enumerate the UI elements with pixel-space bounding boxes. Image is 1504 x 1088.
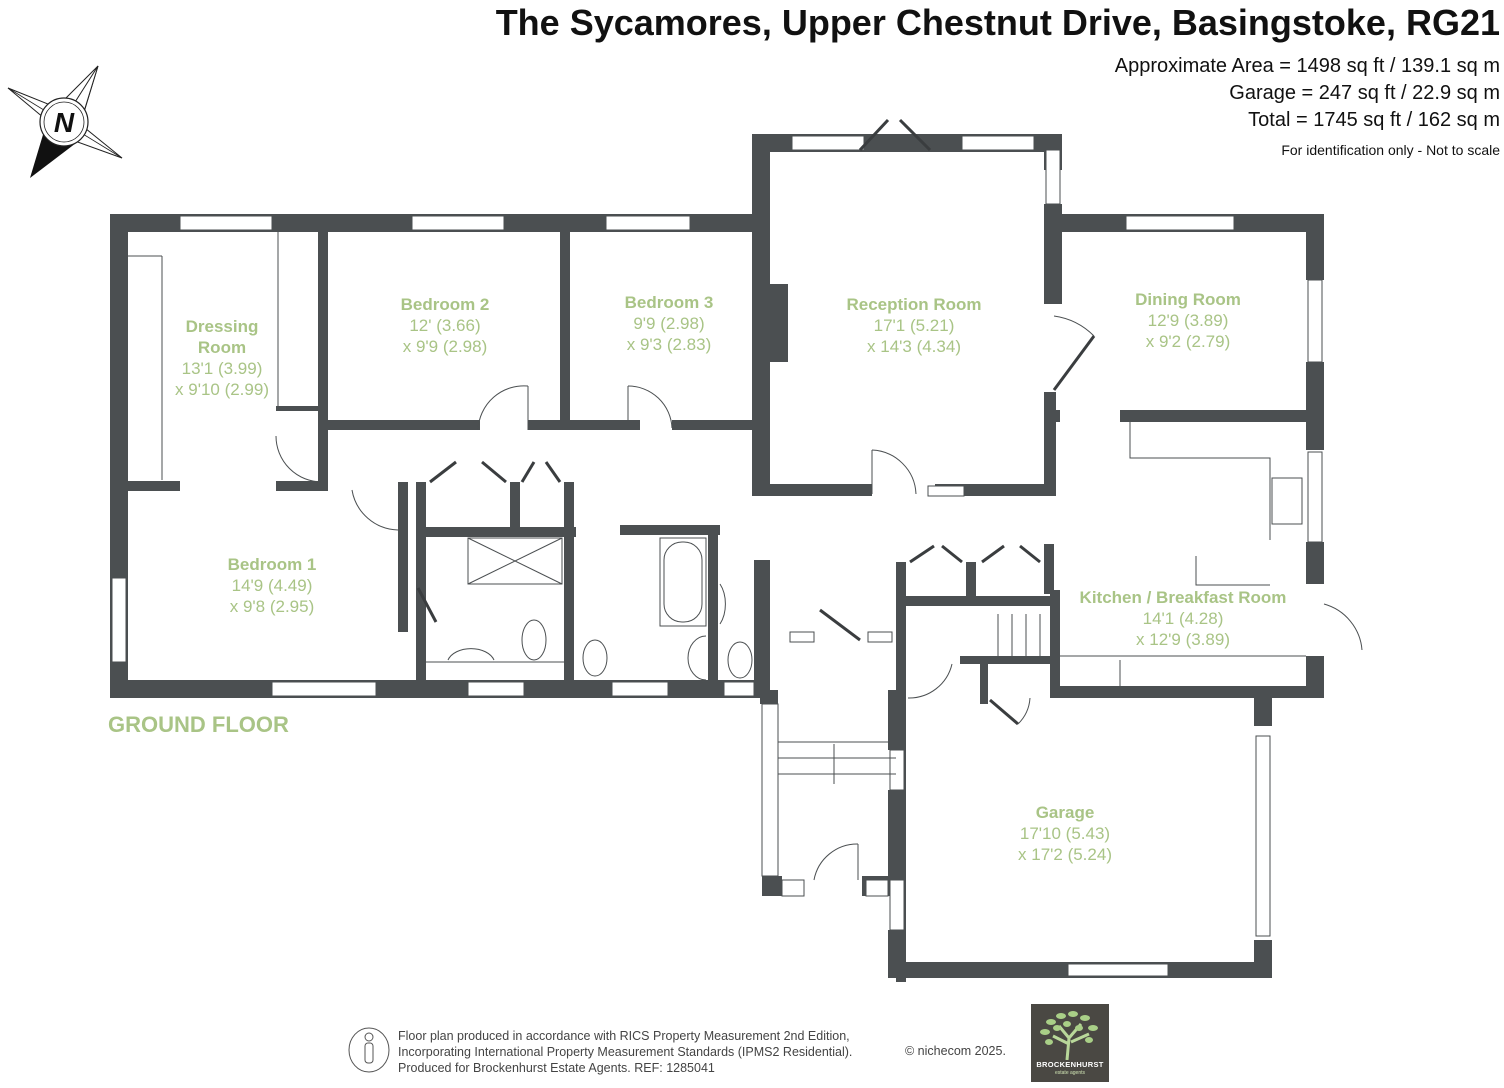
room-dimension: x 9'9 (2.98)	[403, 337, 488, 356]
room-dimension: 14'9 (4.49)	[232, 576, 313, 595]
room-dimension: 14'1 (4.28)	[1143, 609, 1224, 628]
footer-notes: Floor plan produced in accordance with R…	[398, 1028, 852, 1076]
room-dimension: 13'1 (3.99)	[182, 359, 263, 378]
room-bedroom-2: Bedroom 2 12' (3.66) x 9'9 (2.98)	[401, 295, 490, 356]
room-garage: Garage 17'10 (5.43) x 17'2 (5.24)	[1018, 803, 1112, 864]
windows	[111, 135, 1323, 977]
approximate-area: Approximate Area = 1498 sq ft / 139.1 sq…	[1114, 55, 1500, 77]
room-dimension: x 12'9 (3.89)	[1136, 630, 1230, 649]
room-dimension: x 9'2 (2.79)	[1146, 332, 1231, 351]
north-arrow-icon: N	[7, 65, 123, 178]
room-dimension: 9'9 (2.98)	[633, 314, 704, 333]
north-label: N	[54, 107, 75, 138]
logo-subtitle: estate agents	[1054, 1070, 1086, 1076]
room-name: Bedroom 3	[625, 293, 714, 312]
copyright: © nichecom 2025.	[905, 1044, 1006, 1058]
room-name: Dining Room	[1135, 290, 1241, 309]
room-dimension: 12' (3.66)	[409, 316, 480, 335]
room-dimension: x 9'10 (2.99)	[175, 380, 269, 399]
logo-brand: BROCKENHURST	[1036, 1060, 1104, 1069]
footer-line: Floor plan produced in accordance with R…	[398, 1029, 850, 1043]
disclaimer: For identification only - Not to scale	[1281, 142, 1500, 158]
room-dining-room: Dining Room 12'9 (3.89) x 9'2 (2.79)	[1135, 290, 1241, 351]
tree-icon	[1040, 1011, 1098, 1061]
person-icon	[348, 1027, 390, 1073]
room-dimension: 17'10 (5.43)	[1020, 824, 1110, 843]
room-reception-room: Reception Room 17'1 (5.21) x 14'3 (4.34)	[846, 295, 981, 356]
room-name: Bedroom 2	[401, 295, 490, 314]
room-bedroom-1: Bedroom 1 14'9 (4.49) x 9'8 (2.95)	[228, 555, 317, 616]
footer-line: Incorporating International Property Mea…	[398, 1045, 853, 1059]
room-name: Garage	[1036, 803, 1095, 822]
room-dimension: x 17'2 (5.24)	[1018, 845, 1112, 864]
floor-label: GROUND FLOOR	[108, 712, 289, 737]
room-name: Dressing	[186, 317, 259, 336]
total-area: Total = 1745 sq ft / 162 sq m	[1248, 109, 1500, 131]
room-dimension: 17'1 (5.21)	[874, 316, 955, 335]
room-dimension: x 9'3 (2.83)	[627, 335, 712, 354]
room-dimension: x 14'3 (4.34)	[867, 337, 961, 356]
room-name: Kitchen / Breakfast Room	[1080, 588, 1287, 607]
room-name: Reception Room	[846, 295, 981, 314]
footer-line: Produced for Brockenhurst Estate Agents.…	[398, 1061, 715, 1075]
room-name: Bedroom 1	[228, 555, 317, 574]
garage-area: Garage = 247 sq ft / 22.9 sq m	[1229, 82, 1500, 104]
doors-and-fittings	[128, 118, 1363, 881]
room-dimension: x 9'8 (2.95)	[230, 597, 315, 616]
room-kitchen-breakfast-room: Kitchen / Breakfast Room 14'1 (4.28) x 1…	[1080, 588, 1287, 649]
room-name-line2: Room	[198, 338, 246, 357]
page-title: The Sycamores, Upper Chestnut Drive, Bas…	[495, 2, 1500, 43]
room-bedroom-3: Bedroom 3 9'9 (2.98) x 9'3 (2.83)	[625, 293, 714, 354]
brockenhurst-logo: BROCKENHURST estate agents	[1031, 1004, 1109, 1082]
room-dressing-room: Dressing Room 13'1 (3.99) x 9'10 (2.99)	[175, 317, 269, 399]
room-dimension: 12'9 (3.89)	[1148, 311, 1229, 330]
